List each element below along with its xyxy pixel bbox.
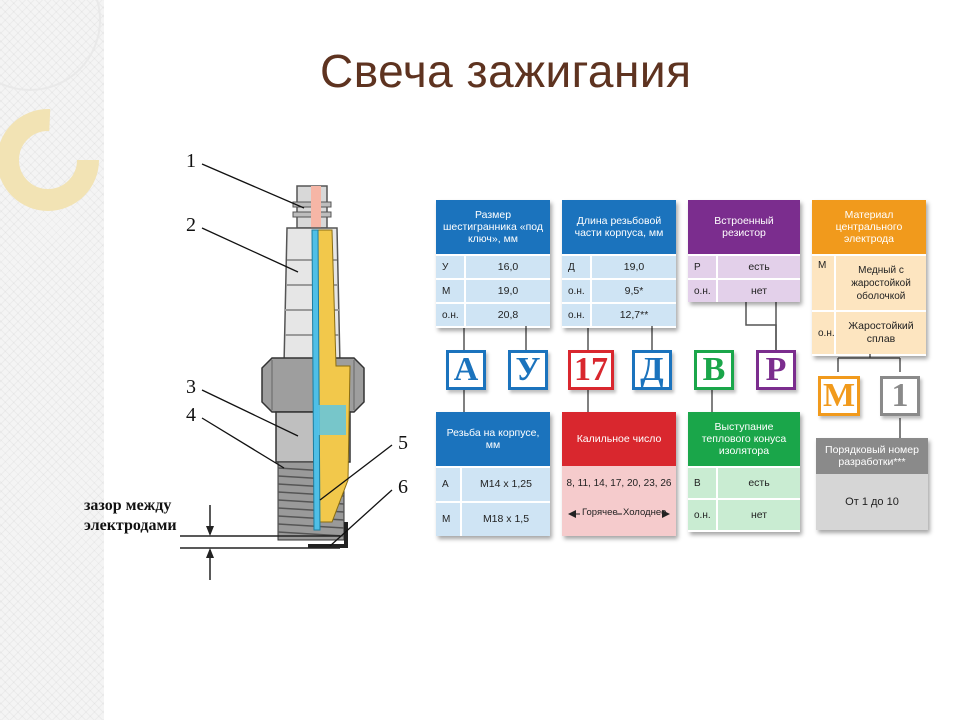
box-header: Резьба на корпусе, мм xyxy=(436,412,550,466)
tile-length-letter: Д xyxy=(632,350,672,390)
callout-1: 1 xyxy=(186,150,196,172)
row-key: о.н. xyxy=(562,280,592,302)
gap-label-line1: зазор между xyxy=(84,497,172,514)
box-header: Размер шестигранника «под ключ», мм xyxy=(436,200,550,254)
table-row: о.н. нет xyxy=(688,278,800,302)
table-row: о.н. 20,8 xyxy=(436,302,550,326)
heat-cold-label: Холоднее xyxy=(623,507,667,518)
box-rows: М Медный с жаростойкой оболочкой о.н. Жаро… xyxy=(812,254,926,354)
row-key: М xyxy=(436,280,466,302)
row-key: А xyxy=(436,468,462,501)
table-row: М М18 х 1,5 xyxy=(436,501,550,536)
row-key: Д xyxy=(562,256,592,278)
row-value: 9,5* xyxy=(624,284,644,297)
row-key: Р xyxy=(688,256,718,278)
row-value: 19,0 xyxy=(623,260,645,273)
row-value: нет xyxy=(750,508,768,521)
spark-plug-diagram xyxy=(180,163,393,580)
tile-hex-letter: У xyxy=(508,350,548,390)
tile-text: Д xyxy=(640,351,664,388)
row-value: М14 х 1,25 xyxy=(480,478,532,490)
box-rows: У 16,0 М 19,0 о.н. 20,8 xyxy=(436,254,550,326)
heat-hot-label: Горячее xyxy=(582,507,618,518)
row-key: о.н. xyxy=(688,500,718,530)
callout-2: 2 xyxy=(186,214,196,236)
row-key: о.н. xyxy=(812,312,836,354)
table-row: М 19,0 xyxy=(436,278,550,302)
decorative-swirl xyxy=(0,0,101,211)
tile-text: В xyxy=(702,351,726,388)
tile-text: Р xyxy=(765,351,787,388)
row-value: 12,7** xyxy=(619,308,649,321)
row-value: есть xyxy=(748,260,770,273)
table-row: Д 19,0 xyxy=(562,254,676,278)
serial-value: От 1 до 10 xyxy=(816,474,928,530)
row-value: 19,0 xyxy=(497,284,519,297)
row-value: Медный с жаростойкой оболочкой xyxy=(851,264,911,302)
tile-heat-number: 17 xyxy=(568,350,614,390)
row-value: нет xyxy=(750,284,768,297)
box-rows: Д 19,0 о.н. 9,5* о.н. 12,7** xyxy=(562,254,676,326)
tile-text: 17 xyxy=(574,351,608,388)
table-row: о.н. Жаростойкий сплав xyxy=(812,310,926,354)
callout-3: 3 xyxy=(186,376,196,398)
heat-scale-arrow xyxy=(568,508,670,520)
box-serial-number: Порядковый номер разработки*** От 1 до 1… xyxy=(816,438,928,530)
tile-cone-letter: В xyxy=(694,350,734,390)
tile-resistor-letter: Р xyxy=(756,350,796,390)
row-value: есть xyxy=(748,476,770,489)
tile-text: А xyxy=(453,351,479,388)
table-row: У 16,0 xyxy=(436,254,550,278)
callout-4: 4 xyxy=(186,404,196,426)
gap-label-line2: электродами xyxy=(84,517,177,534)
box-thread: Резьба на корпусе, мм А М14 х 1,25 М М18 х… xyxy=(436,412,550,536)
box-thread-length: Длина резьбовой части корпуса, мм Д 19,0 … xyxy=(562,200,676,328)
box-header: Калильное число xyxy=(562,412,676,466)
row-key: о.н. xyxy=(436,304,466,326)
row-value: 16,0 xyxy=(497,260,519,273)
table-row: А М14 х 1,25 xyxy=(436,466,550,501)
box-electrode-material: Материал центрального электрода М Медный … xyxy=(812,200,926,356)
heat-values: 8, 11, 14, 17, 20, 23, 26 xyxy=(566,478,672,489)
tile-material-letter: М xyxy=(818,376,860,416)
row-key: о.н. xyxy=(562,304,592,326)
row-key: У xyxy=(436,256,466,278)
table-row: о.н. 12,7** xyxy=(562,302,676,326)
box-header: Порядковый номер разработки*** xyxy=(816,438,928,474)
tile-serial-number: 1 xyxy=(880,376,920,416)
row-key: о.н. xyxy=(688,280,718,302)
table-row: о.н. 9,5* xyxy=(562,278,676,302)
tile-text: 1 xyxy=(891,377,909,414)
table-row: М Медный с жаростойкой оболочкой xyxy=(812,254,926,310)
row-key: М xyxy=(436,503,462,536)
box-body: 8, 11, 14, 17, 20, 23, 26 Горячее Холодн… xyxy=(562,466,676,536)
row-value: М18 х 1,5 xyxy=(482,513,530,525)
box-header: Материал центрального электрода xyxy=(812,200,926,254)
box-header: Встроенный резистор xyxy=(688,200,800,254)
decorative-side-strip xyxy=(0,0,104,720)
gap-label: зазор между электродами xyxy=(84,496,177,536)
page-title: Свеча зажигания xyxy=(320,45,692,97)
box-header: Длина резьбовой части корпуса, мм xyxy=(562,200,676,254)
callout-5: 5 xyxy=(398,432,408,454)
box-hex-size: Размер шестигранника «под ключ», мм У 16,… xyxy=(436,200,550,328)
box-header: Выступание теплового конуса изолятора xyxy=(688,412,800,466)
row-key: М xyxy=(812,256,836,310)
row-value: 20,8 xyxy=(497,308,519,321)
row-key: В xyxy=(688,468,718,498)
box-rows: А М14 х 1,25 М М18 х 1,5 xyxy=(436,466,550,536)
tile-text: У xyxy=(515,351,541,388)
box-heat-number: Калильное число 8, 11, 14, 17, 20, 23, 2… xyxy=(562,412,676,536)
tile-text: М xyxy=(822,377,856,414)
table-row: о.н. нет xyxy=(688,498,800,530)
callout-6: 6 xyxy=(398,476,408,498)
tile-thread-letter: А xyxy=(446,350,486,390)
row-value: Жаростойкий сплав xyxy=(848,320,914,345)
